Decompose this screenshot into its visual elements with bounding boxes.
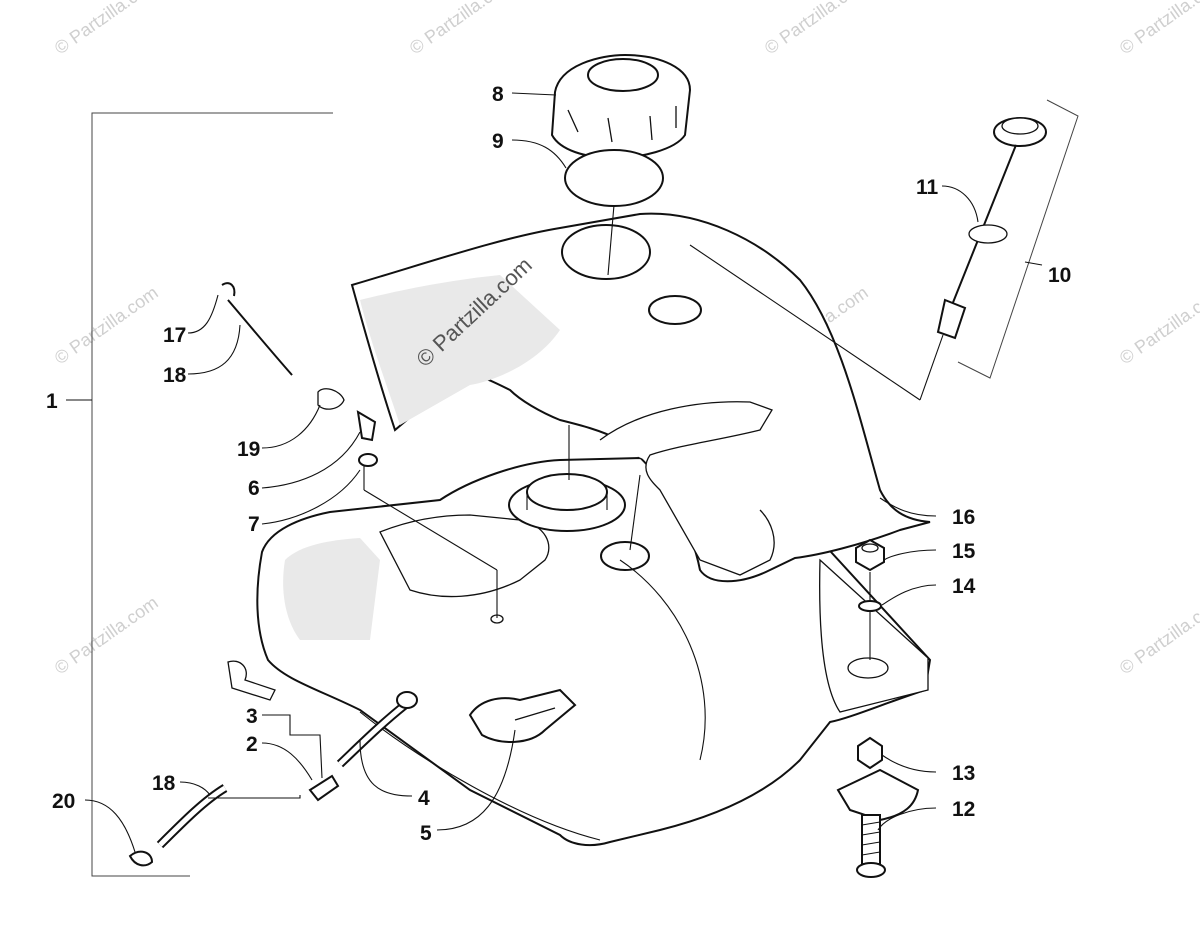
mounting-hardware: [836, 538, 920, 878]
assembly-bracket-1: [91, 112, 333, 877]
fuel-cap: [550, 53, 692, 160]
leader-lines: [84, 92, 1043, 853]
callout-7: 7: [248, 513, 260, 536]
callout-1: 1: [46, 390, 58, 413]
watermark: © Partzilla.com: [1116, 0, 1200, 58]
callout-14: 14: [952, 575, 976, 598]
watermark: © Partzilla.com: [51, 592, 162, 678]
callout-labels: 1 2 3 4 5 6 7 8 9 10 11 12 13 14 15 16 1…: [46, 83, 1071, 845]
callout-10: 10: [1048, 264, 1071, 287]
callout-5: 5: [420, 822, 432, 845]
fuel-gauge: [689, 117, 1047, 401]
callout-2: 2: [246, 733, 258, 756]
watermark: © Partzilla.com: [406, 0, 517, 58]
callout-17: 17: [163, 324, 186, 347]
callout-12: 12: [952, 798, 975, 821]
callout-9: 9: [492, 130, 504, 153]
watermark: © Partzilla.com: [1116, 282, 1200, 368]
callout-6: 6: [248, 477, 260, 500]
callout-4: 4: [418, 787, 430, 810]
callout-3: 3: [246, 705, 258, 728]
callout-20: 20: [52, 790, 75, 813]
callout-15: 15: [952, 540, 976, 563]
watermark: © Partzilla.com: [761, 0, 872, 58]
callout-16: 16: [952, 506, 975, 529]
callout-8: 8: [492, 83, 504, 106]
watermark: © Partzilla.com: [1116, 592, 1200, 678]
vent-hose-assembly: [221, 282, 498, 618]
callout-18-lower: 18: [152, 772, 176, 795]
watermark: © Partzilla.com: [51, 0, 162, 58]
callout-19: 19: [237, 438, 260, 461]
o-ring: [564, 149, 664, 207]
watermark: © Partzilla.com: [51, 282, 162, 368]
fuel-line-assembly: [128, 660, 577, 867]
tank-cover: [350, 212, 931, 583]
assembly-bracket-10: [957, 99, 1079, 379]
callout-11: 11: [916, 176, 939, 199]
callout-18-upper: 18: [163, 364, 187, 387]
callout-13: 13: [952, 762, 975, 785]
